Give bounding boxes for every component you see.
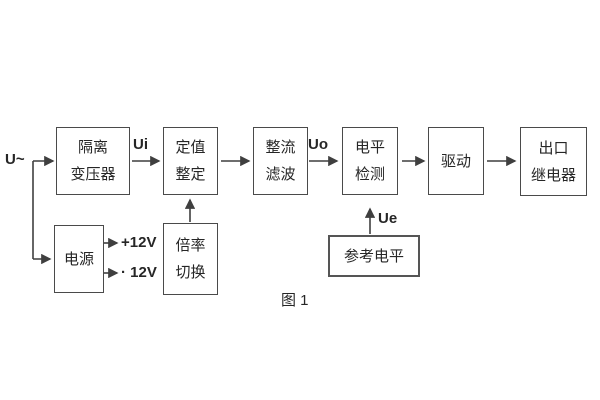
block-output-relay-line1: 出口 bbox=[538, 139, 569, 157]
block-output-relay: 出口 继电器 bbox=[520, 127, 587, 196]
block-rectify-filter: 整流 滤波 bbox=[253, 127, 308, 195]
block-rectify-filter-line1: 整流 bbox=[265, 139, 296, 156]
label-uo: Uo bbox=[308, 136, 328, 153]
label-minus-12v: · 12V bbox=[121, 264, 157, 281]
block-level-detect-line1: 电平 bbox=[354, 139, 385, 156]
block-output-relay-line2: 继电器 bbox=[530, 166, 576, 184]
block-ratio-switch-line2: 切换 bbox=[175, 264, 206, 281]
block-rectify-filter-line2: 滤波 bbox=[265, 166, 296, 183]
block-reference-level-label: 参考电平 bbox=[343, 247, 404, 265]
block-drive: 驱动 bbox=[428, 127, 484, 195]
block-power: 电源 bbox=[54, 225, 104, 293]
block-drive-label: 驱动 bbox=[440, 152, 471, 170]
block-setting-adjust-line2: 整定 bbox=[175, 166, 206, 183]
label-input-voltage: U~ bbox=[5, 151, 25, 168]
label-plus-12v: +12V bbox=[121, 234, 157, 251]
label-ue: Ue bbox=[378, 210, 398, 227]
block-setting-adjust-line1: 定值 bbox=[175, 139, 206, 156]
block-isolation-transformer-line1: 隔离 bbox=[77, 139, 108, 156]
block-isolation-transformer-line2: 变压器 bbox=[70, 166, 116, 183]
label-ui: Ui bbox=[133, 136, 148, 153]
figure-caption: 图 1 bbox=[281, 292, 309, 309]
block-level-detect-line2: 检测 bbox=[354, 166, 385, 183]
block-reference-level: 参考电平 bbox=[328, 235, 420, 277]
block-setting-adjust: 定值 整定 bbox=[163, 127, 218, 195]
block-power-label: 电源 bbox=[63, 250, 94, 268]
block-ratio-switch-line1: 倍率 bbox=[175, 237, 206, 254]
block-level-detect: 电平 检测 bbox=[342, 127, 398, 195]
block-ratio-switch: 倍率 切换 bbox=[163, 223, 218, 295]
block-isolation-transformer: 隔离 变压器 bbox=[56, 127, 130, 195]
